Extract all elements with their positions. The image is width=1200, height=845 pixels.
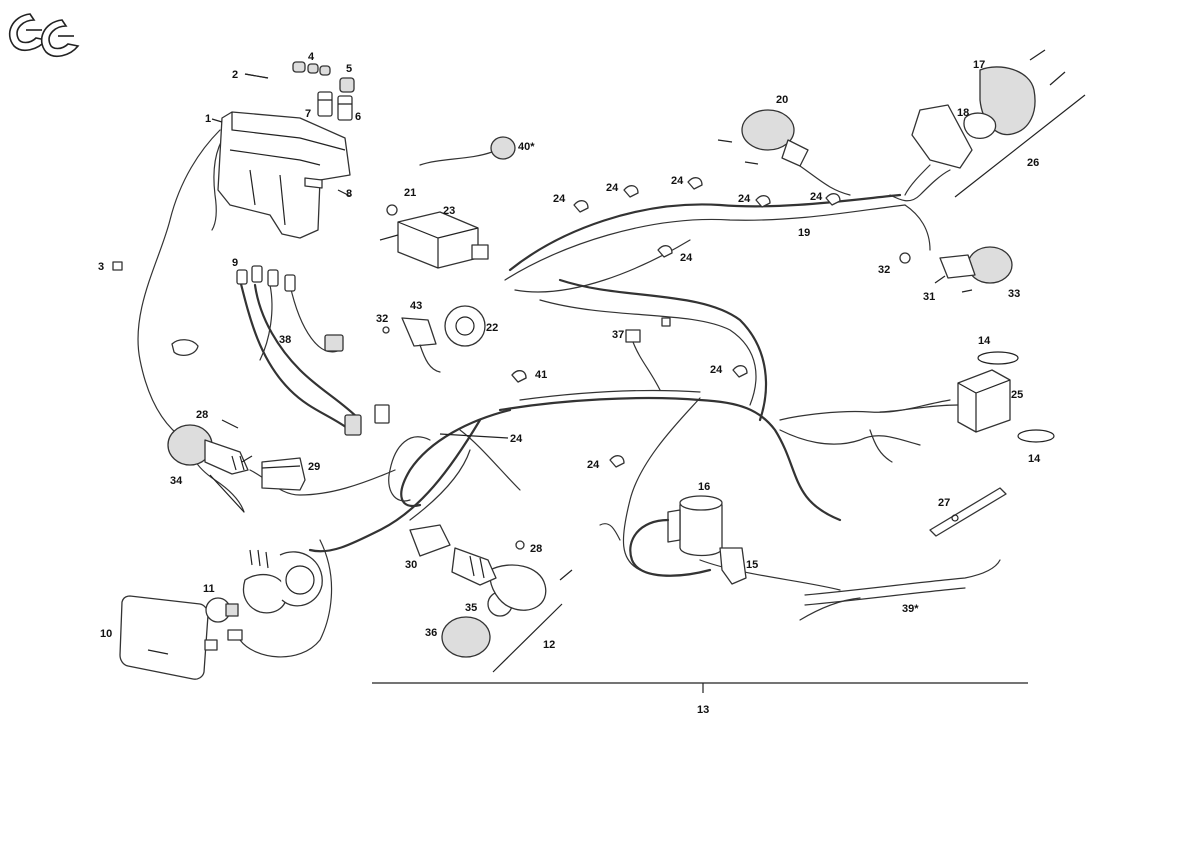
- instrument-bulbs: [244, 61, 355, 189]
- label-23: 23: [443, 205, 455, 217]
- label-9: 9: [232, 257, 238, 269]
- label-20: 20: [776, 94, 788, 106]
- part-2-screw: [244, 73, 269, 79]
- label-24e: 24: [810, 191, 823, 203]
- part-29-relay: [261, 457, 306, 491]
- label-24g: 24: [710, 364, 723, 376]
- label-3: 3: [98, 261, 104, 273]
- label-18: 18: [957, 107, 969, 119]
- label-24i: 24: [587, 459, 600, 471]
- label-6: 6: [355, 111, 361, 123]
- part-27-strap: [929, 487, 1007, 537]
- label-34: 34: [170, 475, 183, 487]
- turn-signal-33: [899, 246, 1013, 293]
- label-39: 39*: [902, 603, 919, 615]
- label-43: 43: [410, 300, 422, 312]
- label-15: 15: [746, 559, 758, 571]
- label-41: 41: [535, 369, 547, 381]
- label-7: 7: [305, 108, 311, 120]
- voltage-regulator: [379, 204, 489, 269]
- label-24d: 24: [738, 193, 751, 205]
- label-26: 26: [1027, 157, 1039, 169]
- front-turn-signal: [409, 524, 573, 658]
- brand-logo: [8, 13, 80, 58]
- part-3-connector: [112, 261, 123, 271]
- assembly-brackets: [372, 603, 1028, 693]
- label-25: 25: [1011, 389, 1023, 401]
- part-37-relay: [625, 317, 671, 391]
- label-36: 36: [425, 627, 437, 639]
- label-37: 37: [612, 329, 624, 341]
- rear-light-assembly: [904, 49, 1086, 198]
- turn-signal-20: [717, 109, 851, 196]
- label-27: 27: [938, 497, 950, 509]
- label-40: 40*: [518, 141, 535, 153]
- label-24a: 24: [553, 193, 566, 205]
- label-2: 2: [232, 69, 238, 81]
- label-10: 10: [100, 628, 112, 640]
- label-30: 30: [405, 559, 417, 571]
- horn: [382, 305, 486, 373]
- label-5: 5: [346, 63, 352, 75]
- label-22: 22: [486, 322, 498, 334]
- label-1: 1: [205, 113, 211, 125]
- part-39-cable: [799, 559, 1001, 621]
- label-14b: 14: [1028, 453, 1041, 465]
- part-41-clip: [511, 370, 527, 383]
- label-14a: 14: [978, 335, 991, 347]
- label-35: 35: [465, 602, 477, 614]
- part-40-cable: [419, 136, 516, 166]
- main-harness-wires: [249, 169, 951, 591]
- instrument-sub-harness: [171, 265, 390, 436]
- label-24h: 24: [510, 433, 523, 445]
- leader-lines: [211, 118, 509, 463]
- label-12: 12: [543, 639, 555, 651]
- label-28b: 28: [530, 543, 542, 555]
- label-38: 38: [279, 334, 291, 346]
- instrument-cluster: [217, 111, 351, 239]
- ignition-coil: [599, 495, 747, 585]
- label-32a: 32: [878, 264, 890, 276]
- label-11: 11: [203, 583, 215, 595]
- label-13: 13: [697, 704, 709, 716]
- part-labels: 1 2 3 4 5 6 7 8 9 10 11 12 13 14 14 15 1…: [98, 51, 1041, 716]
- label-32b: 32: [376, 313, 388, 325]
- label-33: 33: [1008, 288, 1020, 300]
- cdi-unit: [869, 351, 1055, 463]
- headlight: [119, 539, 333, 680]
- label-31: 31: [923, 291, 935, 303]
- left-turn-signal: [167, 419, 249, 513]
- label-17: 17: [973, 59, 985, 71]
- label-24c: 24: [671, 175, 684, 187]
- label-28a: 28: [196, 409, 208, 421]
- label-4: 4: [308, 51, 315, 63]
- label-21: 21: [404, 187, 416, 199]
- label-16: 16: [698, 481, 710, 493]
- label-19: 19: [798, 227, 810, 239]
- label-24b: 24: [606, 182, 619, 194]
- label-24f: 24: [680, 252, 693, 264]
- label-8: 8: [346, 188, 352, 200]
- label-29: 29: [308, 461, 320, 473]
